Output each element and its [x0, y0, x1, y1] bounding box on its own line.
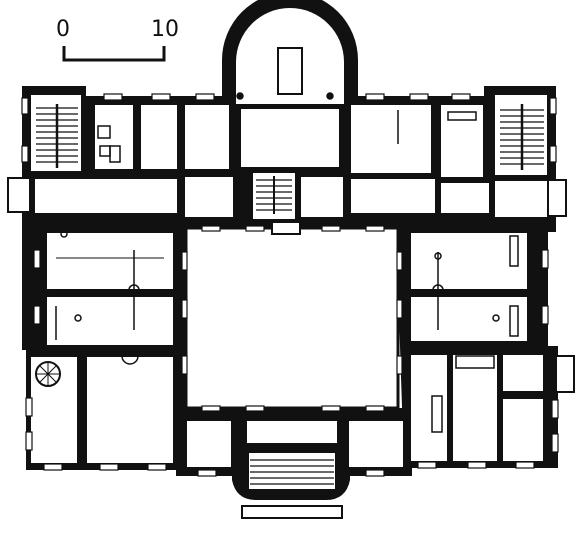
room-w1 [45, 231, 175, 291]
room-n1 [93, 103, 135, 171]
room-s1 [185, 419, 233, 469]
room-e6 [501, 397, 545, 463]
room-e2 [409, 295, 529, 343]
corridor-west [33, 177, 179, 215]
scale-label-start: 0 [56, 17, 70, 42]
room-n-center [239, 107, 341, 169]
corridor-east [349, 177, 437, 215]
room-e5 [501, 353, 545, 393]
central-courtyard [184, 226, 400, 410]
fixtures [55, 92, 522, 433]
windows [21, 93, 559, 477]
room-n2 [139, 103, 179, 171]
scale-bar: 0 10 [56, 17, 179, 62]
rooms [29, 8, 549, 519]
corridor-room-e [299, 175, 345, 219]
corridor-room-fe [493, 179, 549, 219]
scale-label-end: 10 [151, 17, 179, 42]
scale-bar-line [62, 46, 166, 62]
corridor-room-w [183, 175, 235, 219]
room-n5 [439, 103, 485, 179]
room-n4 [349, 103, 433, 175]
stairs [35, 104, 544, 485]
apse-altar [277, 47, 303, 95]
room-w2 [45, 295, 175, 347]
room-w4 [85, 355, 175, 465]
room-n3 [183, 103, 231, 171]
projections [7, 177, 575, 393]
porch-step [241, 505, 343, 519]
room-e4 [451, 353, 499, 463]
room-s2 [347, 419, 405, 469]
room-s-vestibule [245, 419, 339, 445]
corridor-room-ne [439, 181, 491, 215]
